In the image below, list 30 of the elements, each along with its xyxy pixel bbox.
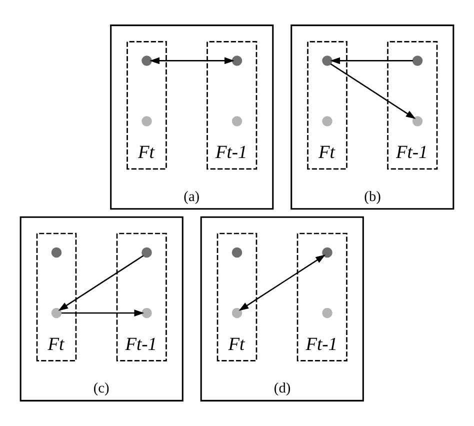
- node-circle: [51, 247, 62, 258]
- cluster: Ft: [126, 41, 167, 170]
- node-circle: [322, 247, 332, 258]
- node-circle: [142, 247, 152, 258]
- cluster: Ft: [216, 232, 258, 362]
- cluster: Ft-1: [296, 232, 348, 362]
- arrow: [61, 310, 144, 316]
- node-circle: [142, 308, 152, 318]
- node-circle: [412, 56, 423, 66]
- node-circle: [412, 116, 423, 126]
- cluster: Ft-1: [206, 41, 258, 170]
- arrow: [330, 63, 416, 120]
- node-circle: [322, 308, 332, 318]
- node-circle: [232, 247, 242, 258]
- node-circle: [51, 308, 62, 318]
- cluster: Ft: [307, 41, 348, 170]
- node-circle: [232, 308, 242, 318]
- node-circle: [142, 56, 152, 66]
- arrow: [150, 57, 234, 64]
- arrow: [58, 255, 144, 311]
- node-circle: [232, 116, 242, 126]
- node-circle: [322, 56, 332, 66]
- cluster: Ft-1: [387, 41, 438, 170]
- arrow: [330, 57, 413, 64]
- node-circle: [232, 56, 242, 66]
- cluster: Ft-1: [116, 232, 167, 362]
- node-circle: [142, 116, 152, 126]
- arrow: [238, 254, 326, 311]
- node-circle: [322, 116, 332, 126]
- cluster: Ft: [36, 232, 77, 362]
